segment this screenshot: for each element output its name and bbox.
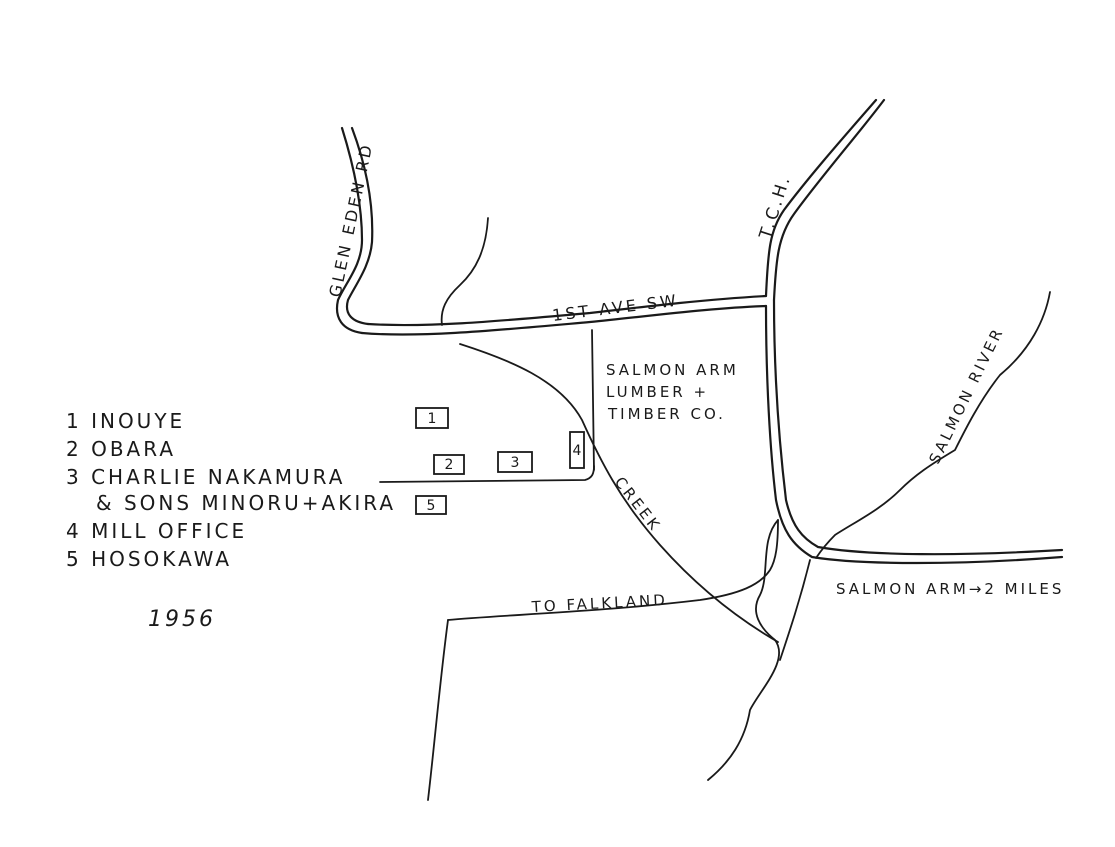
svg-text:2: 2: [445, 457, 454, 473]
svg-text:LUMBER +: LUMBER +: [606, 383, 709, 401]
creek-label: CREEK: [611, 473, 665, 535]
tch-highway: [764, 98, 1064, 565]
salmon-river-label: SALMON RIVER: [925, 324, 1007, 467]
svg-text:5: 5: [427, 498, 436, 514]
legend-line-3: 3 CHARLIE NAKAMURA: [66, 465, 345, 489]
building-3: 3: [497, 451, 533, 473]
svg-text:TIMBER CO.: TIMBER CO.: [607, 405, 726, 423]
settlement-road: [379, 465, 595, 483]
svg-text:1: 1: [428, 411, 437, 427]
building-1: 1: [415, 407, 449, 429]
building-2: 2: [433, 454, 465, 475]
legend-line-2: 2 OBARA: [66, 437, 176, 461]
falkland-road-label: TO FALKLAND: [530, 591, 668, 616]
creek-line: [459, 343, 779, 643]
building-4: 4: [569, 431, 585, 469]
salmon-arm-distance-label: SALMON ARM→2 MILES: [836, 580, 1064, 598]
stream-south: [707, 519, 781, 781]
stream-north: [440, 217, 489, 326]
legend-line-4: & SONS MINORU+AKIRA: [96, 491, 396, 515]
salmon-river: [815, 291, 1051, 559]
legend-line-1: 1 INOUYE: [66, 409, 185, 433]
mill-label: SALMON ARM LUMBER + TIMBER CO.: [606, 361, 739, 423]
glen-eden-road: [335, 126, 374, 335]
legend-line-5: 4 MILL OFFICE: [66, 519, 247, 543]
legend: 1 INOUYE 2 OBARA 3 CHARLIE NAKAMURA & SO…: [66, 409, 396, 632]
first-ave-road: [360, 294, 768, 336]
svg-text:SALMON ARM: SALMON ARM: [606, 361, 739, 379]
stream-south-branch: [779, 559, 811, 661]
svg-text:3: 3: [511, 455, 520, 471]
falkland-road-south: [427, 619, 449, 801]
tch-label: T.C.H.: [755, 172, 795, 243]
falkland-road: [447, 519, 779, 621]
legend-line-6: 5 HOSOKAWA: [66, 547, 232, 571]
svg-text:4: 4: [573, 443, 582, 459]
year-label: 1956: [148, 607, 216, 632]
building-5: 5: [415, 495, 447, 515]
mill-boundary-line: [591, 329, 595, 471]
